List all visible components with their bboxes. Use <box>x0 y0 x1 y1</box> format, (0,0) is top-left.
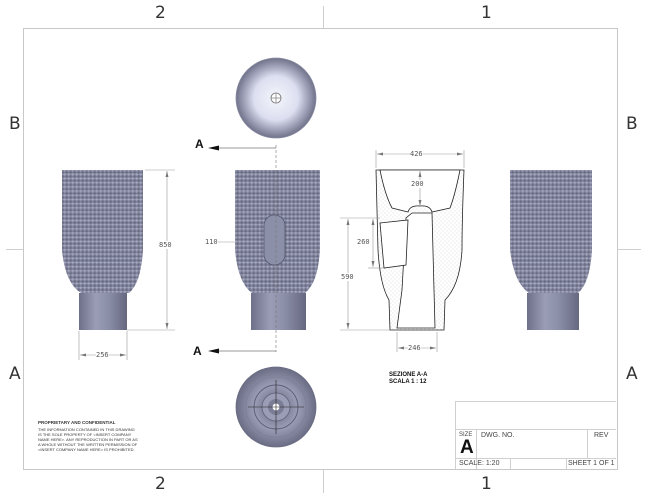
section-arrow-top <box>208 145 276 151</box>
rev-label: REV <box>594 432 609 439</box>
notice-body: THE INFORMATION CONTAINED IN THIS DRAWIN… <box>38 427 138 452</box>
front-view-left <box>62 169 175 360</box>
title-block: SIZE A DWG. NO. REV SCALE: 1:20 SHEET 1 … <box>455 401 616 469</box>
size-label: SIZE <box>459 432 473 438</box>
zone-row-a-right: A <box>626 364 638 384</box>
dim-lower-height-590: 590 <box>341 273 354 281</box>
zone-col-1-top: 1 <box>481 3 492 23</box>
zone-tick-right <box>617 249 641 250</box>
zone-tick-bottom <box>323 469 324 493</box>
zone-row-a-left: A <box>9 364 21 384</box>
dim-height-850: 850 <box>159 241 172 249</box>
zone-col-2-top: 2 <box>155 3 166 23</box>
size-value: A <box>460 437 474 458</box>
dim-bowl-depth-200: 200 <box>411 180 424 188</box>
slot-opening <box>263 214 286 266</box>
section-marker-a-top: A <box>195 137 204 151</box>
section-view-a-a <box>340 150 465 352</box>
section-arrow-bottom <box>208 348 276 354</box>
pedestal-base <box>527 293 579 330</box>
proprietary-notice: PROPRIETARY AND CONFIDENTIAL THE INFORMA… <box>38 420 138 452</box>
front-view-center <box>210 145 320 352</box>
section-caption: SEZIONE A-A SCALA 1 : 12 <box>389 372 427 386</box>
drawing-border <box>23 28 618 470</box>
basin-body-ribbed <box>510 170 592 293</box>
zone-row-b-right: B <box>626 114 638 134</box>
zone-col-2-bottom: 2 <box>155 474 166 494</box>
zone-tick-top <box>323 6 324 28</box>
zone-col-1-bottom: 1 <box>481 474 492 494</box>
section-caption-title: SEZIONE A-A <box>389 372 428 378</box>
dim-slot-110: 110 <box>205 238 218 246</box>
basin-body-ribbed <box>62 170 143 293</box>
notice-title: PROPRIETARY AND CONFIDENTIAL <box>38 420 116 425</box>
section-caption-scale: SCALA 1 : 12 <box>389 379 427 385</box>
scale-value: SCALE: 1:20 <box>459 460 500 467</box>
section-marker-a-bottom: A <box>193 344 202 358</box>
dim-top-width-426: 426 <box>410 150 423 158</box>
dim-slot-height-260: 260 <box>357 238 370 246</box>
bottom-view <box>235 366 317 448</box>
sheet-number: SHEET 1 OF 1 <box>568 460 615 467</box>
pedestal-base <box>251 293 306 330</box>
dim-base-width-246: 246 <box>408 344 421 352</box>
front-view-right <box>510 170 592 330</box>
top-view-bowl <box>235 57 317 139</box>
pedestal-base <box>79 293 127 330</box>
zone-row-b-left: B <box>9 114 21 134</box>
zone-tick-left <box>6 249 23 250</box>
dim-base-256: 256 <box>96 351 109 359</box>
dwg-no-label: DWG. NO. <box>481 432 515 439</box>
